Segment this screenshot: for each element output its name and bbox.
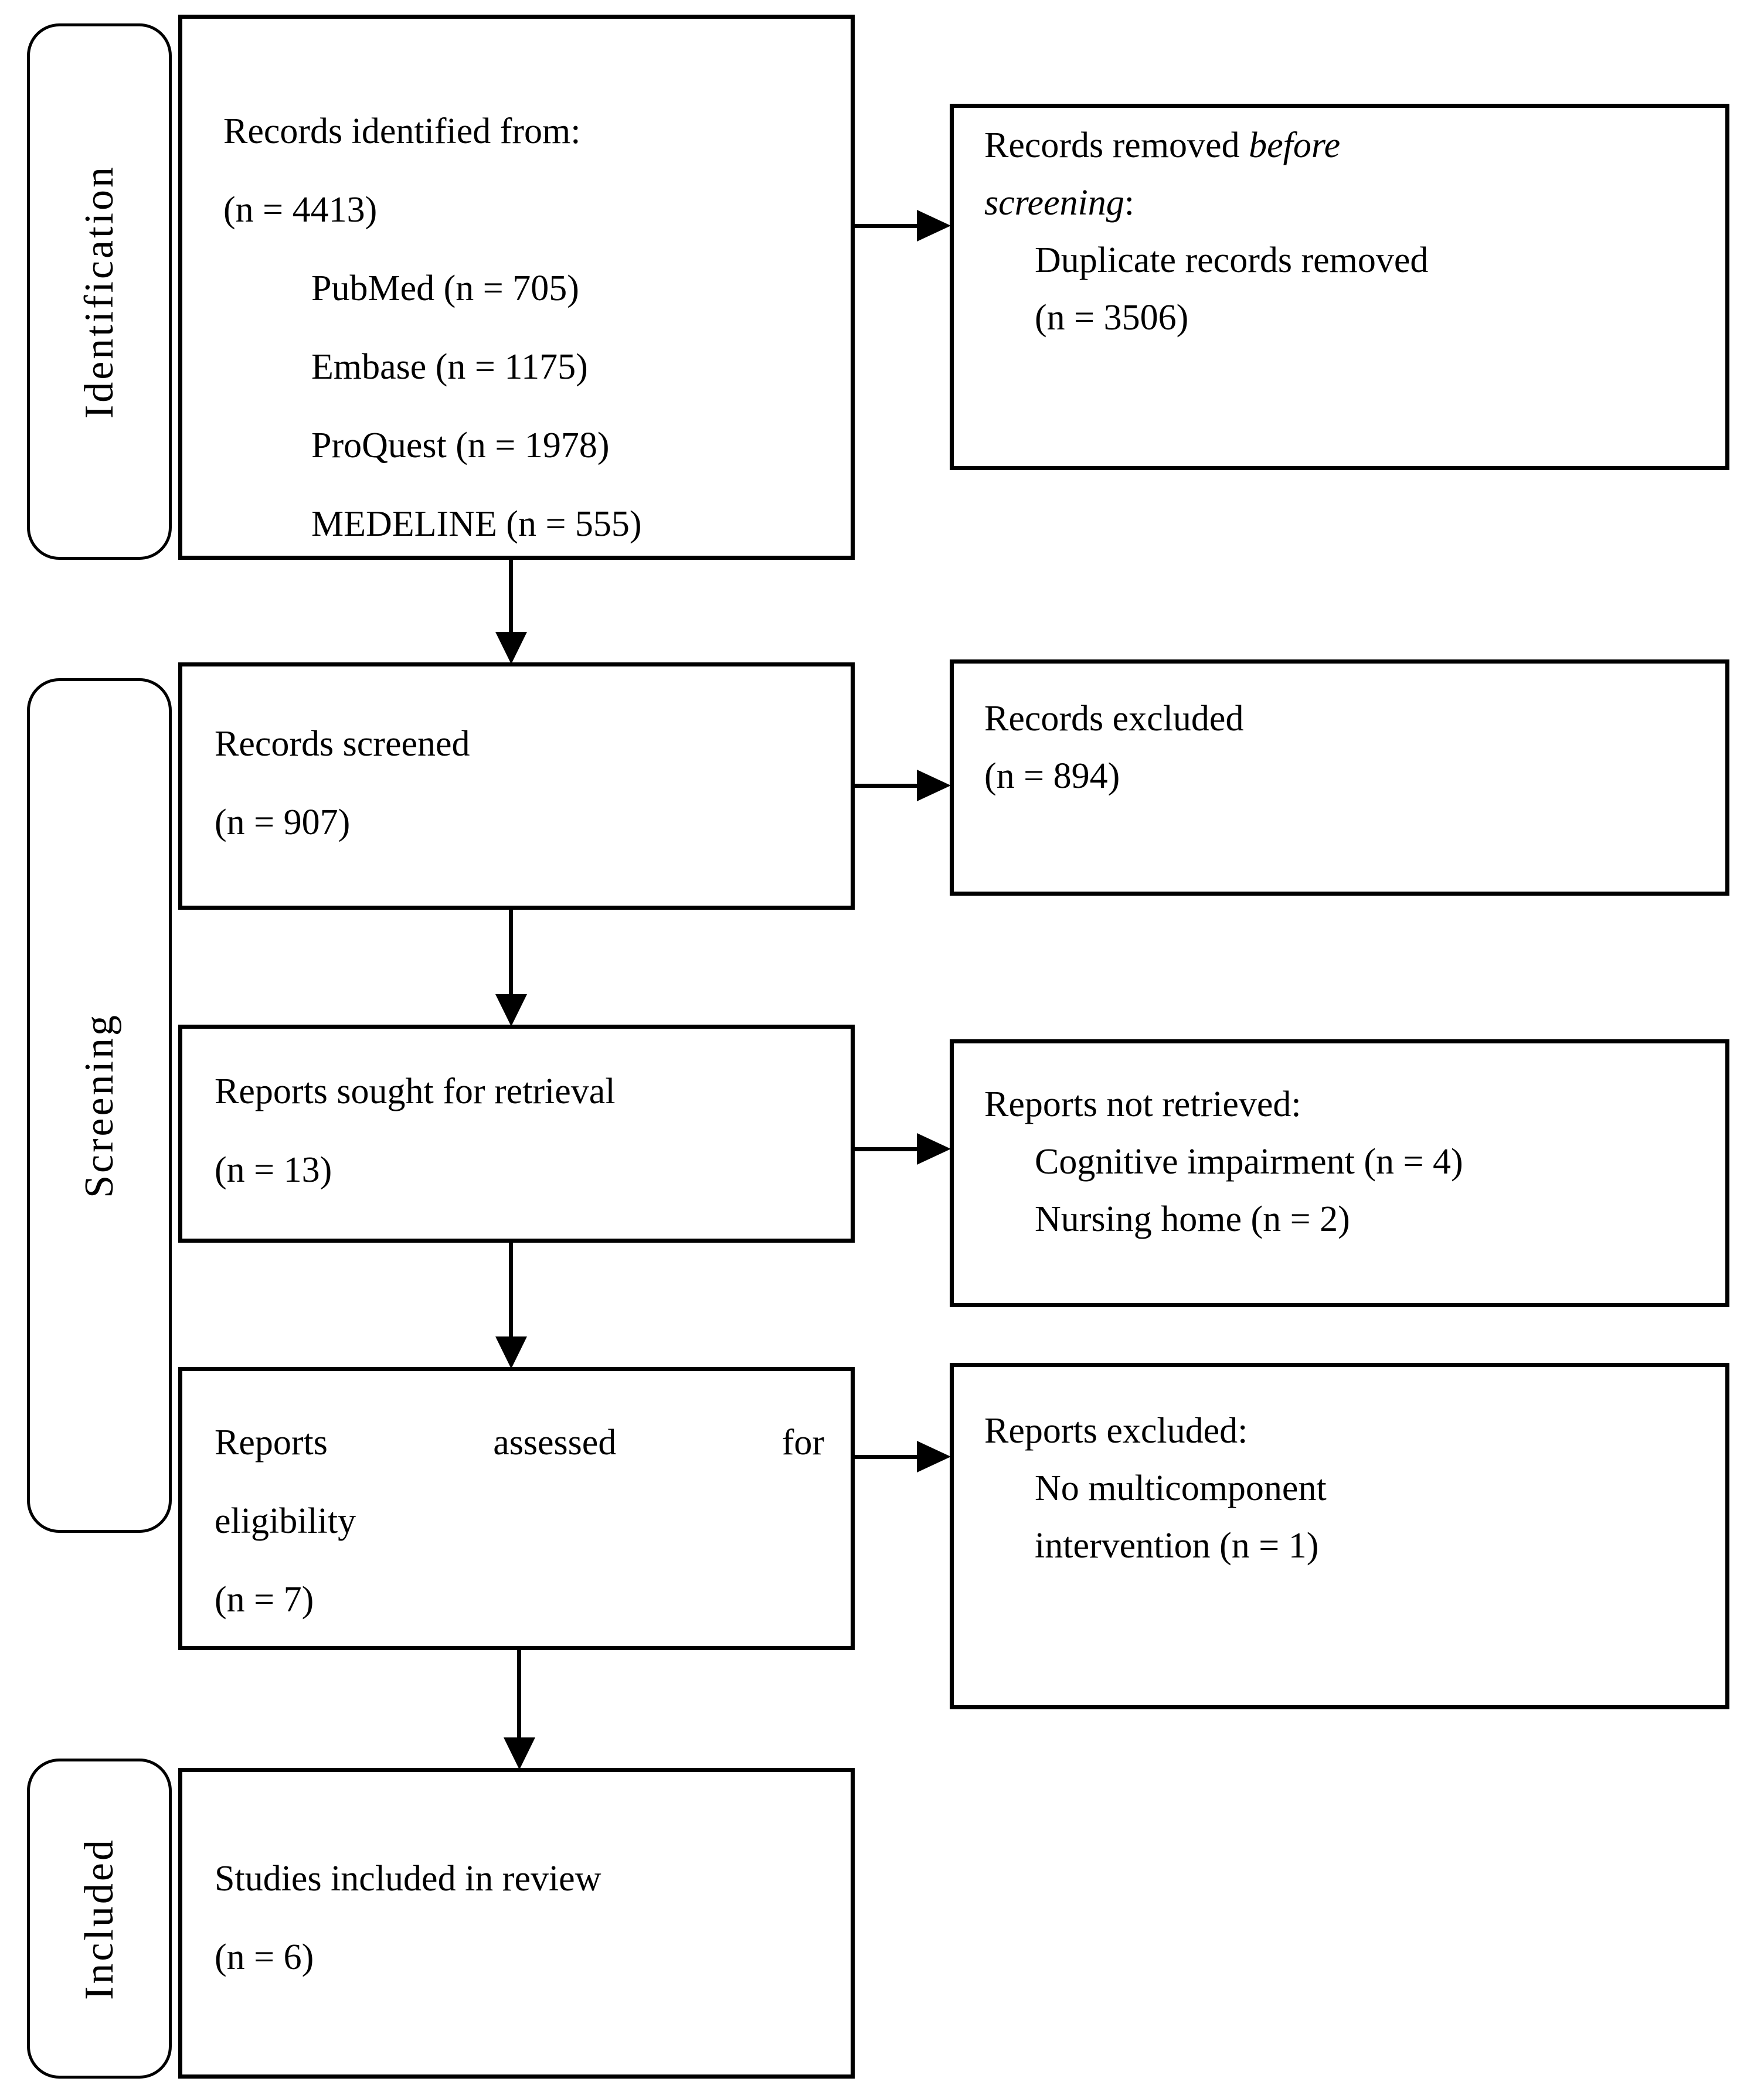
reports-excluded-reason-line1: No multicomponent — [1035, 1468, 1327, 1508]
box-records-removed-before-screening: Records removed before screening: Duplic… — [950, 104, 1729, 470]
reports-assessed-title-line1: Reports assessed for — [182, 1403, 851, 1482]
assessed-word-reports: Reports — [215, 1423, 328, 1463]
duplicates-removed-reason: Duplicate records removed — [1035, 240, 1429, 280]
arrow-assessed-to-included-head — [504, 1737, 535, 1770]
reports-sought-title: Reports sought for retrieval — [215, 1072, 616, 1111]
removed-before-line2-regular: : — [1124, 183, 1134, 223]
not-retrieved-reason-cognitive: Cognitive impairment (n = 4) — [1035, 1142, 1463, 1182]
assessed-word-assessed: assessed — [493, 1423, 617, 1463]
records-identified-total: (n = 4413) — [223, 190, 378, 230]
records-screened-title: Records screened — [215, 724, 470, 764]
removed-before-line1-italic: before — [1249, 125, 1341, 165]
arrow-screened-to-excluded-shaft — [853, 784, 919, 788]
box-records-excluded: Records excluded (n = 894) — [950, 659, 1729, 896]
arrow-identified-to-removed-shaft — [853, 224, 919, 228]
arrow-sought-to-notretrieved-head — [917, 1133, 951, 1165]
studies-included-title: Studies included in review — [215, 1859, 601, 1899]
reports-sought-count: (n = 13) — [215, 1150, 332, 1190]
arrow-assessed-to-included-shaft — [517, 1649, 521, 1741]
stage-included-label: Included — [76, 1837, 122, 2000]
records-excluded-title: Records excluded — [984, 699, 1244, 739]
box-reports-sought: Reports sought for retrieval (n = 13) — [178, 1025, 855, 1243]
assessed-word-for: for — [781, 1423, 824, 1463]
arrow-identified-to-screened-head — [495, 632, 527, 664]
box-reports-excluded: Reports excluded: No multicomponent inte… — [950, 1363, 1729, 1709]
arrow-screened-to-sought-head — [495, 994, 527, 1026]
source-medeline: MEDELINE (n = 555) — [311, 504, 642, 544]
duplicates-removed-count: (n = 3506) — [1035, 298, 1189, 338]
not-retrieved-reason-nursing: Nursing home (n = 2) — [1035, 1199, 1350, 1239]
source-proquest: ProQuest (n = 1978) — [311, 426, 610, 465]
arrow-sought-to-assessed-head — [495, 1336, 527, 1369]
box-records-screened: Records screened (n = 907) — [178, 662, 855, 910]
box-studies-included: Studies included in review (n = 6) — [178, 1768, 855, 2079]
removed-before-line1-regular: Records removed — [984, 125, 1249, 165]
reports-excluded-reason-line2: intervention (n = 1) — [1035, 1526, 1319, 1566]
reports-excluded-title: Reports excluded: — [984, 1411, 1248, 1451]
arrow-screened-to-sought-shaft — [509, 909, 513, 998]
source-pubmed: PubMed (n = 705) — [311, 268, 579, 308]
not-retrieved-title: Reports not retrieved: — [984, 1084, 1301, 1124]
box-reports-assessed: Reports assessed for eligibility (n = 7) — [178, 1367, 855, 1650]
removed-before-line1: Records removed before — [954, 117, 1725, 174]
stage-included: Included — [27, 1759, 172, 2079]
removed-before-line2: screening: — [954, 174, 1725, 232]
removed-before-line2-italic: screening — [984, 183, 1124, 223]
arrow-assessed-to-reportsexcluded-head — [917, 1441, 951, 1472]
stage-screening: Screening — [27, 678, 172, 1533]
arrow-assessed-to-reportsexcluded-shaft — [853, 1455, 919, 1459]
studies-included-count: (n = 6) — [215, 1937, 314, 1977]
reports-assessed-title-line2: eligibility — [215, 1501, 356, 1541]
records-identified-title: Records identified from: — [223, 111, 581, 151]
source-embase: Embase (n = 1175) — [311, 347, 588, 387]
box-reports-not-retrieved: Reports not retrieved: Cognitive impairm… — [950, 1039, 1729, 1307]
arrow-sought-to-notretrieved-shaft — [853, 1147, 919, 1151]
box-records-identified: Records identified from: (n = 4413) PubM… — [178, 15, 855, 560]
stage-identification-label: Identification — [76, 164, 122, 419]
records-screened-count: (n = 907) — [215, 802, 351, 842]
arrow-identified-to-removed-head — [917, 210, 951, 242]
stage-identification: Identification — [27, 23, 172, 560]
records-excluded-count: (n = 894) — [984, 756, 1120, 796]
reports-assessed-count: (n = 7) — [215, 1580, 314, 1620]
stage-screening-label: Screening — [76, 1013, 122, 1198]
arrow-sought-to-assessed-shaft — [509, 1242, 513, 1340]
arrow-identified-to-screened-shaft — [509, 559, 513, 635]
arrow-screened-to-excluded-head — [917, 770, 951, 801]
